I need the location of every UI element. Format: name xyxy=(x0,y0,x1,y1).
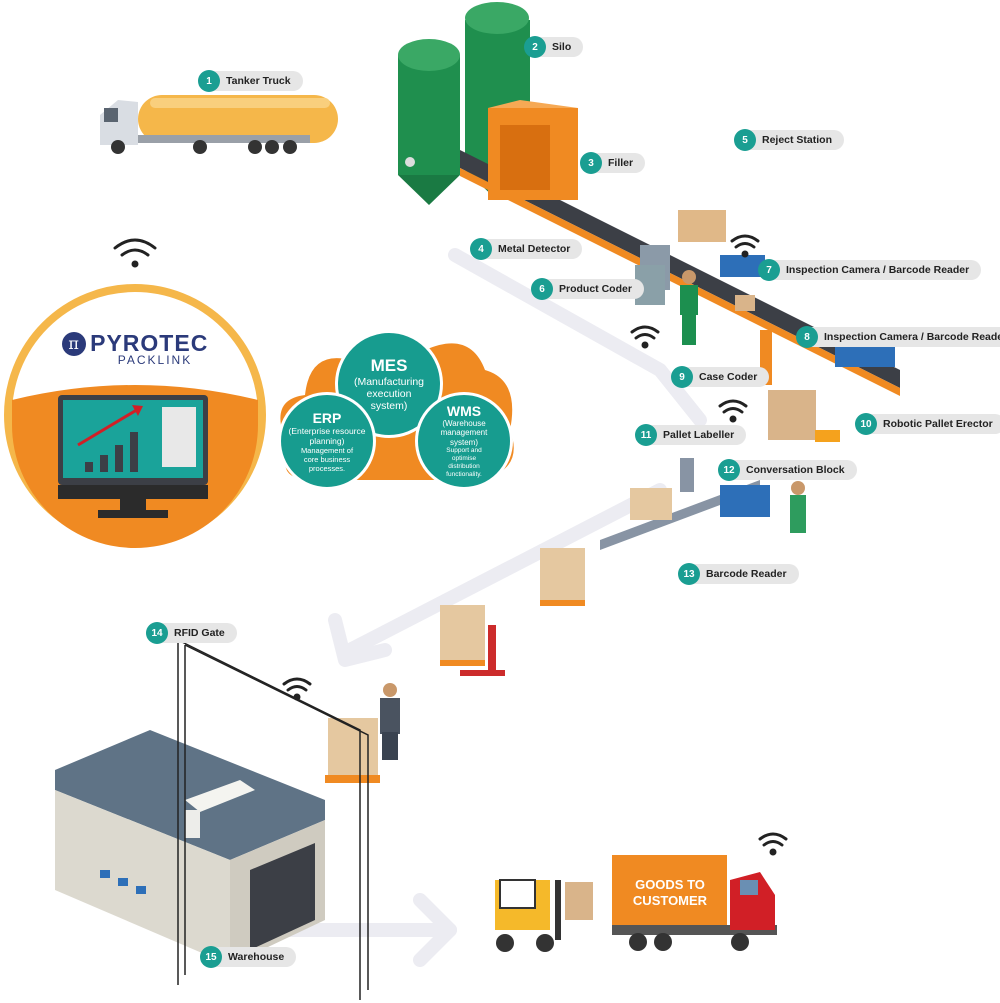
step-text: Silo xyxy=(534,37,584,57)
erp-title: ERP xyxy=(312,409,342,426)
step-number: 6 xyxy=(531,278,553,300)
step-text: Robotic Pallet Erector xyxy=(865,414,1000,434)
brand-name: PYROTEC xyxy=(90,330,209,356)
truck-sign: GOODS TO CUSTOMER xyxy=(615,858,725,928)
truck-sign-line1: GOODS TO xyxy=(635,877,705,892)
mes-desc: (Manufacturing execution system) xyxy=(353,376,425,412)
step-text: Product Coder xyxy=(541,279,644,299)
step-number: 12 xyxy=(718,459,740,481)
step-number: 2 xyxy=(524,36,546,58)
erp-desc: (Enterprise resource planning) xyxy=(288,425,366,446)
step-number: 9 xyxy=(671,366,693,388)
step-number: 3 xyxy=(580,152,602,174)
wms-note: Support and optimise distribution functi… xyxy=(446,447,482,479)
flow-path xyxy=(278,248,707,967)
brand-sub: PACKLINK xyxy=(117,353,193,367)
forklift-icon xyxy=(495,879,593,952)
step-text: Reject Station xyxy=(744,130,845,150)
wifi-icon xyxy=(113,234,788,856)
step-text: Barcode Reader xyxy=(688,564,799,584)
step-text: Inspection Camera / Barcode Reader xyxy=(768,260,982,280)
chart-icon xyxy=(77,405,143,472)
erp-note: Management of core business processes. xyxy=(300,445,354,473)
warehouse-icon xyxy=(55,730,325,965)
step-number: 14 xyxy=(146,622,168,644)
step-text: RFID Gate xyxy=(156,623,237,643)
mes-title: MES xyxy=(370,356,408,375)
worker-icon xyxy=(380,270,806,760)
pi-logo-icon: π xyxy=(61,331,86,356)
step-text: Filler xyxy=(590,153,646,173)
step-number: 13 xyxy=(678,563,700,585)
step-number: 4 xyxy=(470,238,492,260)
tanker-truck-icon xyxy=(100,95,338,154)
step-number: 7 xyxy=(758,259,780,281)
step-text: Pallet Labeller xyxy=(645,425,747,445)
step-number: 1 xyxy=(198,70,220,92)
step-text: Inspection Camera / Barcode Reader xyxy=(806,327,1000,347)
delivery-truck-icon xyxy=(612,855,777,951)
rfid-gate xyxy=(177,639,369,1000)
brand-logo: π PYROTEC PACKLINK xyxy=(55,330,215,367)
wms-bubble: WMS (Warehouse management system) Suppor… xyxy=(415,392,513,490)
step-text: Warehouse xyxy=(210,947,297,967)
wms-desc: (Warehouse management system) xyxy=(440,418,488,447)
truck-sign-line2: CUSTOMER xyxy=(632,893,708,908)
step-number: 11 xyxy=(635,424,657,446)
step-text: Case Coder xyxy=(681,367,770,387)
erp-bubble: ERP (Enterprise resource planning) Manag… xyxy=(278,392,376,490)
conveyor-line xyxy=(460,100,900,442)
wms-title: WMS xyxy=(446,402,482,419)
step-text: Conversation Block xyxy=(728,460,857,480)
step-number: 5 xyxy=(734,129,756,151)
step-number: 15 xyxy=(200,946,222,968)
dashboard-circle xyxy=(4,284,266,548)
step-text: Metal Detector xyxy=(480,239,583,259)
step-text: Tanker Truck xyxy=(208,71,303,91)
pallet-conveyor xyxy=(540,458,770,606)
step-number: 10 xyxy=(855,413,877,435)
pallet-icon xyxy=(325,605,505,783)
step-number: 8 xyxy=(796,326,818,348)
